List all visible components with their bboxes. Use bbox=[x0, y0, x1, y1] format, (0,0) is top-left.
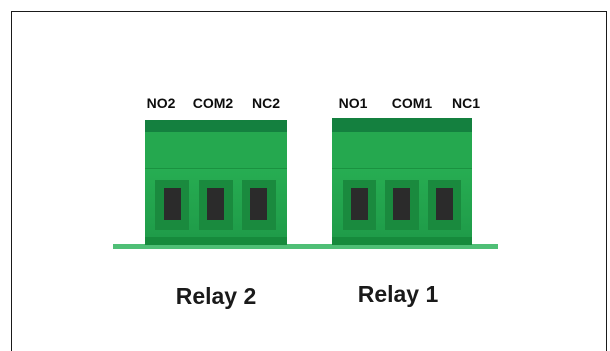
relay-1-screw-nc1 bbox=[428, 180, 461, 230]
relay-2-block-base bbox=[145, 237, 287, 245]
relay-2-block-top bbox=[145, 120, 287, 132]
relay-2-screw-nc2 bbox=[242, 180, 276, 230]
pin-label-nc2: NC2 bbox=[252, 95, 280, 111]
pin-label-nc1: NC1 bbox=[452, 95, 480, 111]
relay-1-screw-no1 bbox=[343, 180, 376, 230]
relay-1-block-upper bbox=[332, 132, 472, 169]
relay-1-block-top bbox=[332, 118, 472, 132]
relay-1-block-base bbox=[332, 237, 472, 245]
relay-2-block-upper bbox=[145, 132, 287, 169]
relay-1-screw-com1 bbox=[385, 180, 419, 230]
relay-2-label: Relay 2 bbox=[176, 283, 257, 309]
relay-terminal-diagram: NO2 COM2 NC2 NO1 COM1 NC1 Relay 2 Relay … bbox=[113, 95, 498, 309]
pin-label-no1: NO1 bbox=[339, 95, 368, 111]
relay-2-terminal-block bbox=[145, 120, 287, 245]
relay-2-screw-no2 bbox=[155, 180, 189, 230]
pin-label-com1: COM1 bbox=[392, 95, 433, 111]
relay-2-screw-com2 bbox=[199, 180, 233, 230]
relay-1-terminal-block bbox=[332, 118, 472, 245]
pin-label-no2: NO2 bbox=[147, 95, 176, 111]
pcb-strip bbox=[113, 244, 498, 249]
relay-1-label: Relay 1 bbox=[358, 281, 439, 307]
pin-label-com2: COM2 bbox=[193, 95, 234, 111]
diagram-frame bbox=[11, 11, 607, 351]
